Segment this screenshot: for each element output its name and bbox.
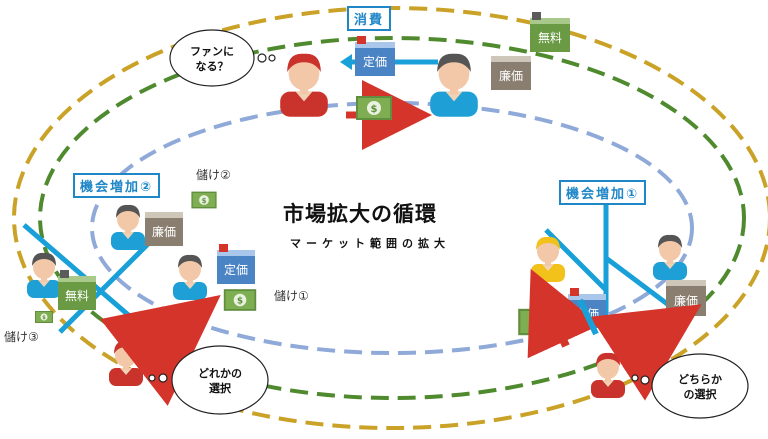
- cloud-which: [631, 353, 749, 419]
- book-regular-left: 定価: [217, 244, 255, 284]
- cloud-fan-text: ファンに なる？: [174, 44, 250, 74]
- cloud-either-text: どれかの 選択: [182, 366, 258, 396]
- cloud-either-line-2: 選択: [209, 382, 231, 395]
- profit-2-label: 儲け②: [196, 168, 231, 182]
- middle-market-ring: [38, 36, 746, 400]
- book-free-top-label: 無料: [538, 30, 562, 45]
- cloud-either: [148, 345, 269, 415]
- diagram-title: 市場拡大の循環: [283, 202, 437, 226]
- book-regular-top: 定価: [355, 36, 395, 76]
- book-free-left-label: 無料: [65, 288, 89, 303]
- book-cheap-left-label: 廉価: [152, 224, 176, 239]
- book-cheap-right: 廉価: [666, 280, 706, 316]
- person-blue-left-1: [111, 204, 145, 250]
- profit-1-label: 儲け①: [274, 289, 309, 303]
- red-arrow-right-1: [527, 268, 601, 359]
- cloud-which-line-2: の選択: [683, 388, 717, 401]
- book-free-top: 無料: [530, 12, 570, 52]
- diagram-subtitle: マーケット範囲の拡大: [290, 237, 450, 250]
- book-cheap-top: 廉価: [491, 56, 531, 90]
- person-red-top: [280, 53, 328, 117]
- cloud-fan: [169, 29, 276, 87]
- red-arrow-left: [100, 294, 221, 406]
- money-left-1: [191, 191, 217, 209]
- book-regular-left-label: 定価: [224, 262, 248, 277]
- opportunity-1-label: 機会増加①: [559, 180, 647, 205]
- opportunity-2-label: 機会増加②: [73, 173, 161, 198]
- money-left-2: [223, 289, 257, 311]
- money-left-3: [35, 311, 53, 323]
- book-free-left: 無料: [58, 270, 96, 310]
- book-arrow-head: [340, 54, 352, 70]
- money-top: [356, 96, 392, 120]
- cloud-which-line-1: どちらか: [678, 373, 722, 386]
- cloud-fan-line-2: なる？: [195, 60, 229, 73]
- person-red-right: [591, 352, 625, 398]
- cloud-fan-line-1: ファンに: [190, 45, 234, 58]
- consumption-label: 消費: [347, 6, 392, 31]
- blue-arrow-right: [577, 298, 599, 336]
- cloud-either-line-1: どれかの: [198, 367, 242, 380]
- book-cheap-right-label: 廉価: [674, 293, 698, 308]
- outer-market-ring: [12, 6, 768, 430]
- person-red-left: [109, 340, 143, 386]
- profit-3-label: 儲け③: [4, 330, 39, 344]
- cloud-which-text: どちらか の選択: [662, 372, 738, 402]
- person-blue-left-3: [27, 252, 61, 298]
- book-cheap-left: 廉価: [145, 212, 183, 246]
- red-arrow-right-2: [590, 304, 702, 401]
- book-regular-top-label: 定価: [363, 54, 387, 69]
- person-blue-left-2: [173, 254, 207, 300]
- book-cheap-top-label: 廉価: [499, 68, 523, 83]
